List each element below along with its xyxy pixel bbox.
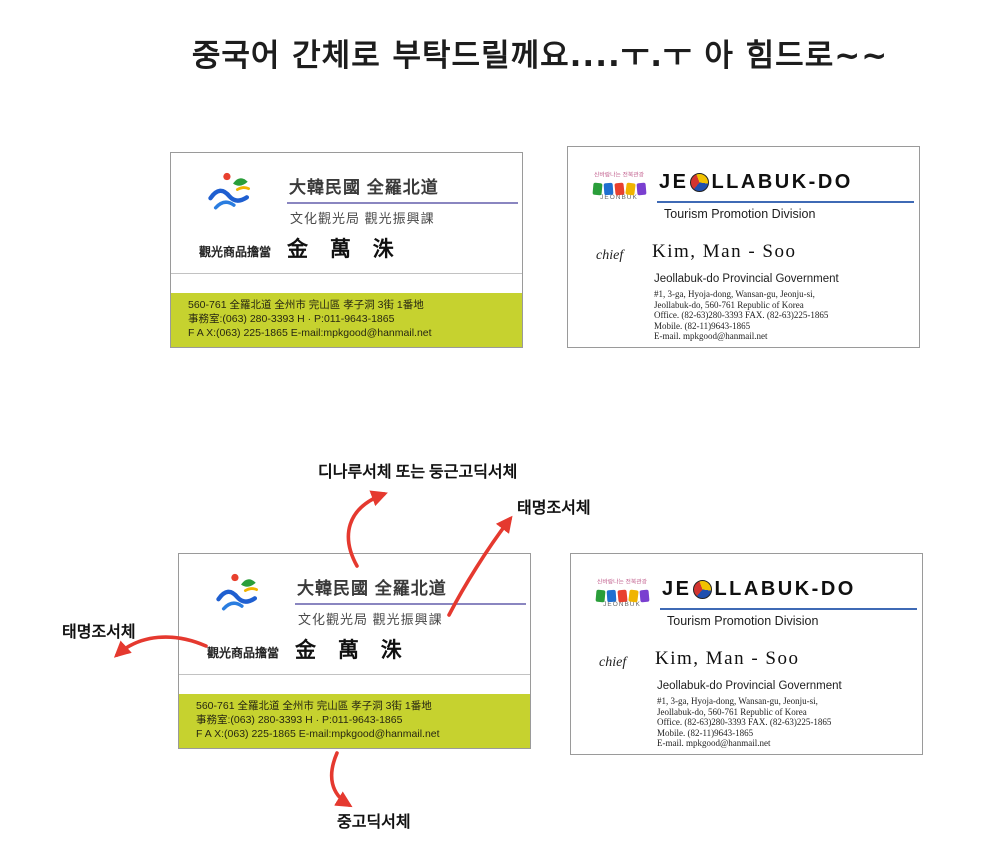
card-footer-band: 560-761 全羅北道 全州市 完山區 孝子洞 3街 1番地 事務室:(063… (179, 694, 530, 748)
logo-subtext: JEONBUK (600, 194, 638, 201)
card-address-block: #1, 3-ga, Hyoja-dong, Wansan-gu, Jeonju-… (657, 696, 831, 749)
taegeuk-icon (690, 173, 710, 192)
purple-divider (295, 603, 526, 605)
card-department: 文化觀光局 觀光振興課 (290, 211, 435, 226)
address-line: E-mail. mpkgood@hanmail.net (654, 331, 768, 341)
card-role: 觀光商品擔當 (199, 245, 272, 259)
card-phone: 事務室:(063) 280-3393 H · P:011-9643-1865 (196, 714, 403, 726)
card-department: 文化觀光局 觀光振興課 (298, 612, 443, 627)
card-division: Tourism Promotion Division (667, 614, 819, 628)
card-division: Tourism Promotion Division (664, 207, 816, 221)
address-line: Office. (82-63)280-3393 FAX. (82-63)225-… (654, 310, 829, 320)
card-name: Kim, Man - Soo (655, 648, 800, 669)
chief-label: chief (596, 248, 624, 263)
card-title: JE LLABUK-DO (662, 578, 856, 601)
taegeuk-icon (693, 580, 713, 599)
card-title-post: LLABUK-DO (714, 578, 856, 600)
card-title: JE LLABUK-DO (659, 171, 853, 194)
address-line: Jeollabuk-do, 560-761 Republic of Korea (657, 706, 807, 717)
english-business-card-top: 신바람나는 전북관광 JEONBUK JE LLABUK-DO Tourism … (567, 146, 920, 348)
korean-business-card-top: 大韓民國 全羅北道 文化觀光局 觀光振興課 觀光商品擔當 金 萬 洙 560-7… (170, 152, 523, 348)
card-organization: Jeollabuk-do Provincial Government (657, 680, 842, 692)
card-fax-email: F A X:(063) 225-1865 E-mail:mpkgood@hanm… (188, 327, 432, 339)
card-address-block: #1, 3-ga, Hyoja-dong, Wansan-gu, Jeonju-… (654, 289, 828, 342)
card-title-pre: JE (659, 171, 689, 193)
page-title: 중국어 간체로 부탁드릴께요....ㅜ.ㅜ 아 힘드로~~ (191, 38, 889, 74)
address-line: Office. (82-63)280-3393 FAX. (82-63)225-… (657, 717, 832, 727)
jeonbuk-tourism-logo: 신바람나는 전북관광 JEONBUK (587, 576, 657, 608)
gray-divider (171, 273, 522, 274)
english-business-card-bottom: 신바람나는 전북관광 JEONBUK JE LLABUK-DO Tourism … (570, 553, 923, 755)
chief-label: chief (599, 655, 627, 670)
address-line: #1, 3-ga, Hyoja-dong, Wansan-gu, Jeonju-… (654, 289, 815, 299)
gray-divider (179, 674, 530, 675)
card-country: 大韓民國 全羅北道 (289, 178, 439, 197)
card-address: 560-761 全羅北道 全州市 完山區 孝子洞 3街 1番地 (188, 299, 424, 311)
jeonbuk-emblem-icon (208, 172, 250, 210)
logo-caption: 신바람나는 전북관광 (596, 579, 648, 586)
card-country: 大韓民國 全羅北道 (297, 579, 447, 598)
annotation-left-label: 태명조서체 (62, 624, 136, 641)
card-title-pre: JE (662, 578, 692, 600)
logo-mark-icon (587, 587, 657, 603)
card-phone: 事務室:(063) 280-3393 H · P:011-9643-1865 (188, 313, 395, 325)
annotation-right-label: 태명조서체 (517, 500, 591, 517)
logo-caption: 신바람나는 전북관광 (593, 172, 645, 179)
logo-mark-icon (584, 180, 654, 196)
card-role: 觀光商品擔當 (207, 646, 280, 660)
address-line: #1, 3-ga, Hyoja-dong, Wansan-gu, Jeonju-… (657, 696, 818, 706)
card-title-post: LLABUK-DO (711, 171, 853, 193)
card-name: 金 萬 洙 (295, 639, 410, 662)
card-name: Kim, Man - Soo (652, 241, 797, 262)
blue-divider (657, 201, 914, 203)
card-name: 金 萬 洙 (287, 238, 402, 261)
korean-business-card-bottom: 大韓民國 全羅北道 文化觀光局 觀光振興課 觀光商品擔當 金 萬 洙 560-7… (178, 553, 531, 749)
card-footer-band: 560-761 全羅北道 全州市 完山區 孝子洞 3街 1番地 事務室:(063… (171, 293, 522, 347)
address-line: Mobile. (82-11)9643-1865 (654, 320, 751, 331)
jeonbuk-emblem-icon (216, 573, 258, 611)
card-organization: Jeollabuk-do Provincial Government (654, 273, 839, 285)
address-line: E-mail. mpkgood@hanmail.net (657, 738, 771, 748)
annotation-top-label: 디나루서체 또는 둥근고딕서체 (318, 464, 518, 481)
card-address: 560-761 全羅北道 全州市 完山區 孝子洞 3街 1番地 (196, 700, 432, 712)
arrow-to-bottom-label (329, 751, 353, 808)
blue-divider (660, 608, 917, 610)
logo-subtext: JEONBUK (603, 601, 641, 608)
jeonbuk-tourism-logo: 신바람나는 전북관광 JEONBUK (584, 169, 654, 201)
address-line: Mobile. (82-11)9643-1865 (657, 727, 754, 738)
card-fax-email: F A X:(063) 225-1865 E-mail:mpkgood@hanm… (196, 728, 440, 740)
annotation-bottom-label: 중고딕서체 (337, 814, 411, 831)
purple-divider (287, 202, 518, 204)
address-line: Jeollabuk-do, 560-761 Republic of Korea (654, 299, 804, 310)
